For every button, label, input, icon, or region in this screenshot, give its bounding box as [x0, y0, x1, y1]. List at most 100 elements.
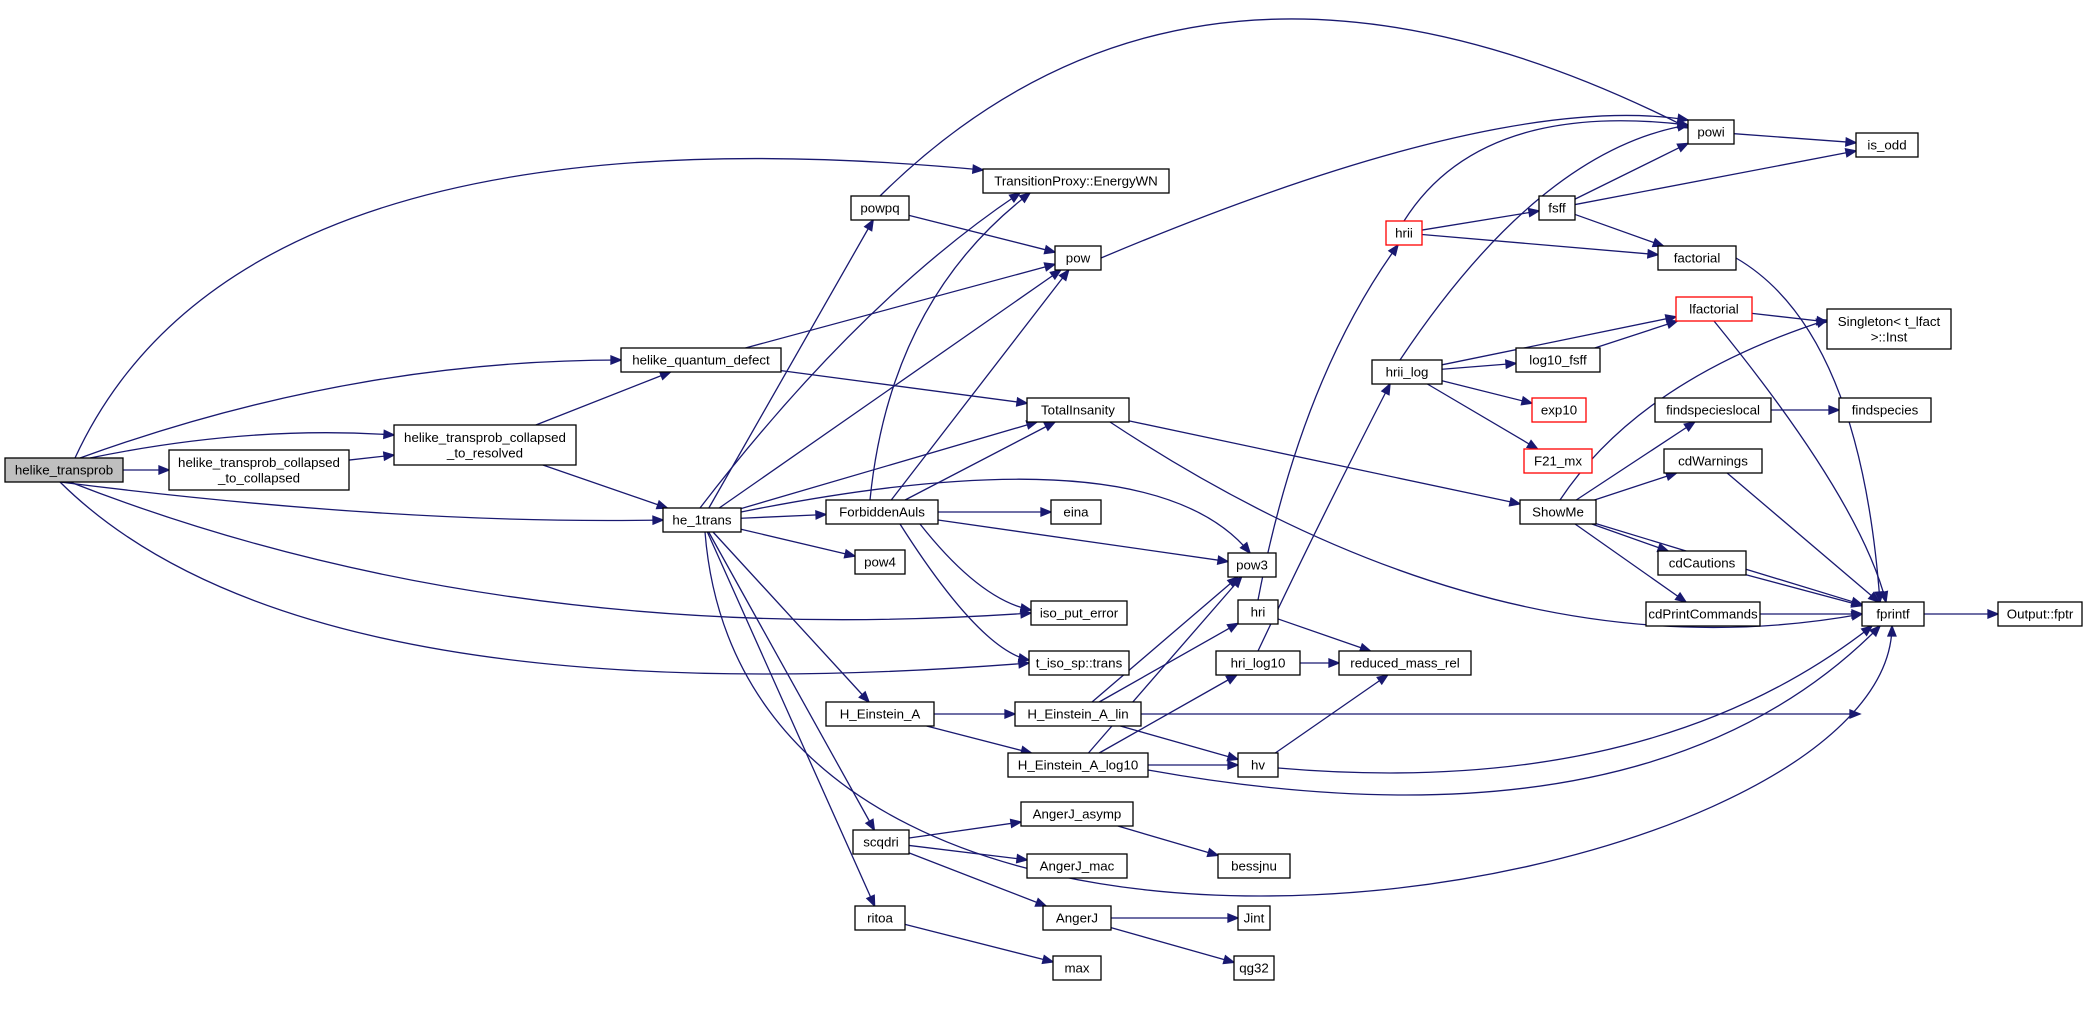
node-singleton[interactable]: Singleton< t_lfact >::Inst — [1826, 308, 1952, 350]
node-box — [1531, 397, 1587, 423]
node-box — [1538, 195, 1576, 221]
node-label: hv — [1251, 758, 1265, 773]
node-hea[interactable]: H_Einstein_A — [825, 701, 935, 727]
arrowhead-healog-to-fprintf — [1868, 624, 1882, 638]
node-label: hri — [1251, 605, 1266, 620]
node-hqd[interactable]: helike_quantum_defect — [620, 347, 782, 373]
edge-hrii-to-fsff — [1421, 210, 1540, 231]
edge-aj-to-qg32 — [1110, 926, 1235, 963]
node-showme[interactable]: ShowMe — [1519, 499, 1597, 525]
node-label: bessjnu — [1231, 859, 1277, 874]
node-healin[interactable]: H_Einstein_A_lin — [1014, 701, 1142, 727]
node-rmr[interactable]: reduced_mass_rel — [1338, 650, 1472, 676]
edge-fsff-to-isodd — [1574, 150, 1857, 206]
node-label: reduced_mass_rel — [1350, 656, 1459, 671]
node-label: hrii — [1395, 226, 1413, 241]
node-c2r[interactable]: helike_transprob_collapsed_to_resolved — [393, 424, 577, 466]
node-hv[interactable]: hv — [1237, 752, 1279, 778]
node-healog[interactable]: H_Einstein_A_log10 — [1007, 752, 1149, 778]
node-fsl[interactable]: findspecieslocal — [1654, 397, 1772, 423]
node-box — [1237, 905, 1271, 931]
node-box — [1020, 801, 1134, 827]
node-hri[interactable]: hri — [1237, 599, 1279, 625]
node-eina[interactable]: eina — [1050, 499, 1102, 525]
edge-hv-to-rmr — [1274, 674, 1389, 754]
node-ajm[interactable]: AngerJ_mac — [1026, 853, 1128, 879]
node-exp10[interactable]: exp10 — [1531, 397, 1587, 423]
node-isodd[interactable]: is_odd — [1855, 132, 1919, 158]
node-label: _to_resolved — [446, 445, 523, 460]
node-aja[interactable]: AngerJ_asymp — [1020, 801, 1134, 827]
node-label: qg32 — [1239, 961, 1269, 976]
node-box — [4, 457, 124, 483]
node-label: factorial — [1674, 251, 1721, 266]
node-box — [1030, 600, 1128, 626]
node-hriilog[interactable]: hrii_log — [1371, 359, 1443, 385]
node-aj[interactable]: AngerJ — [1042, 905, 1112, 931]
edge-pow-to-powi — [1100, 114, 1689, 259]
node-fs[interactable]: findspecies — [1838, 397, 1932, 423]
node-f21[interactable]: F21_mx — [1523, 448, 1593, 474]
node-he1[interactable]: he_1trans — [662, 507, 742, 533]
edge-fa-to-ipe — [919, 523, 1032, 611]
arrowhead-he1-to-pow4 — [843, 548, 857, 559]
node-scqdri[interactable]: scqdri — [852, 829, 910, 855]
node-powpq[interactable]: powpq — [850, 195, 910, 221]
edge-hri-to-rmr — [1277, 618, 1371, 652]
node-log10fsff[interactable]: log10_fsff — [1515, 347, 1601, 373]
node-c2c[interactable]: helike_transprob_collapsed_to_collapsed — [168, 449, 350, 491]
node-hrilog10[interactable]: hri_log10 — [1215, 650, 1301, 676]
node-ritoa[interactable]: ritoa — [854, 905, 906, 931]
node-ipe[interactable]: iso_put_error — [1030, 600, 1128, 626]
node-tis[interactable]: t_iso_sp::trans — [1028, 650, 1130, 676]
node-box — [854, 905, 906, 931]
arrowhead-hqd-to-pow — [1043, 262, 1057, 272]
node-cdw[interactable]: cdWarnings — [1663, 448, 1763, 474]
edge-helike_transprob-to-hqd — [79, 359, 622, 459]
node-factorial[interactable]: factorial — [1657, 245, 1737, 271]
node-max[interactable]: max — [1052, 955, 1102, 981]
node-box — [1997, 601, 2083, 627]
edge-hqd-to-pow — [745, 263, 1056, 349]
node-lfactorial[interactable]: lfactorial — [1675, 296, 1753, 322]
node-box — [168, 449, 350, 491]
edge-he1-to-tot — [740, 421, 1038, 510]
node-bessjnu[interactable]: bessjnu — [1217, 853, 1291, 879]
node-cdp[interactable]: cdPrintCommands — [1645, 601, 1761, 627]
node-box — [662, 507, 742, 533]
node-label: H_Einstein_A_log10 — [1018, 758, 1139, 773]
node-hrii[interactable]: hrii — [1385, 220, 1423, 246]
node-cdc[interactable]: cdCautions — [1657, 550, 1747, 576]
node-fprintf[interactable]: fprintf — [1861, 601, 1925, 627]
arrowhead-hrii-to-factorial — [1646, 248, 1660, 259]
node-jint[interactable]: Jint — [1237, 905, 1271, 931]
arrowhead-powpq-to-pow — [1043, 244, 1057, 255]
node-box — [982, 168, 1170, 194]
node-fa[interactable]: ForbiddenAuls — [825, 499, 939, 525]
edge-fsff-to-powi — [1574, 142, 1689, 200]
node-box — [1026, 397, 1130, 423]
node-tpe[interactable]: TransitionProxy::EnergyWN — [982, 168, 1170, 194]
node-box — [393, 424, 577, 466]
node-fsff[interactable]: fsff — [1538, 195, 1576, 221]
node-box — [1645, 601, 1761, 627]
edge-fsff-to-factorial — [1574, 213, 1664, 247]
edge-c2r-to-he1 — [542, 464, 668, 509]
node-fptr[interactable]: Output::fptr — [1997, 601, 2083, 627]
node-powi[interactable]: powi — [1687, 119, 1735, 145]
arrowhead-he1-to-ritoa — [865, 894, 876, 908]
arrowhead-helike_transprob-to-c2c — [158, 465, 171, 475]
node-pow3[interactable]: pow3 — [1227, 552, 1277, 578]
node-pow4[interactable]: pow4 — [854, 549, 906, 575]
edge-scqdri-to-ajm — [908, 844, 1028, 861]
node-helike-transprob[interactable]: helike_transprob — [4, 457, 124, 483]
arrowhead-hriilog-to-log10fsff — [1504, 359, 1518, 370]
node-box — [620, 347, 782, 373]
node-label: AngerJ_asymp — [1033, 807, 1122, 822]
edge-fa-to-tpe — [869, 192, 1031, 501]
node-qg32[interactable]: qg32 — [1233, 955, 1275, 981]
node-pow[interactable]: pow — [1054, 245, 1102, 271]
edge-helike_transprob-to-tis — [59, 481, 1030, 675]
node-tot[interactable]: TotalInsanity — [1026, 397, 1130, 423]
edge-showme-to-cdp — [1574, 523, 1687, 603]
